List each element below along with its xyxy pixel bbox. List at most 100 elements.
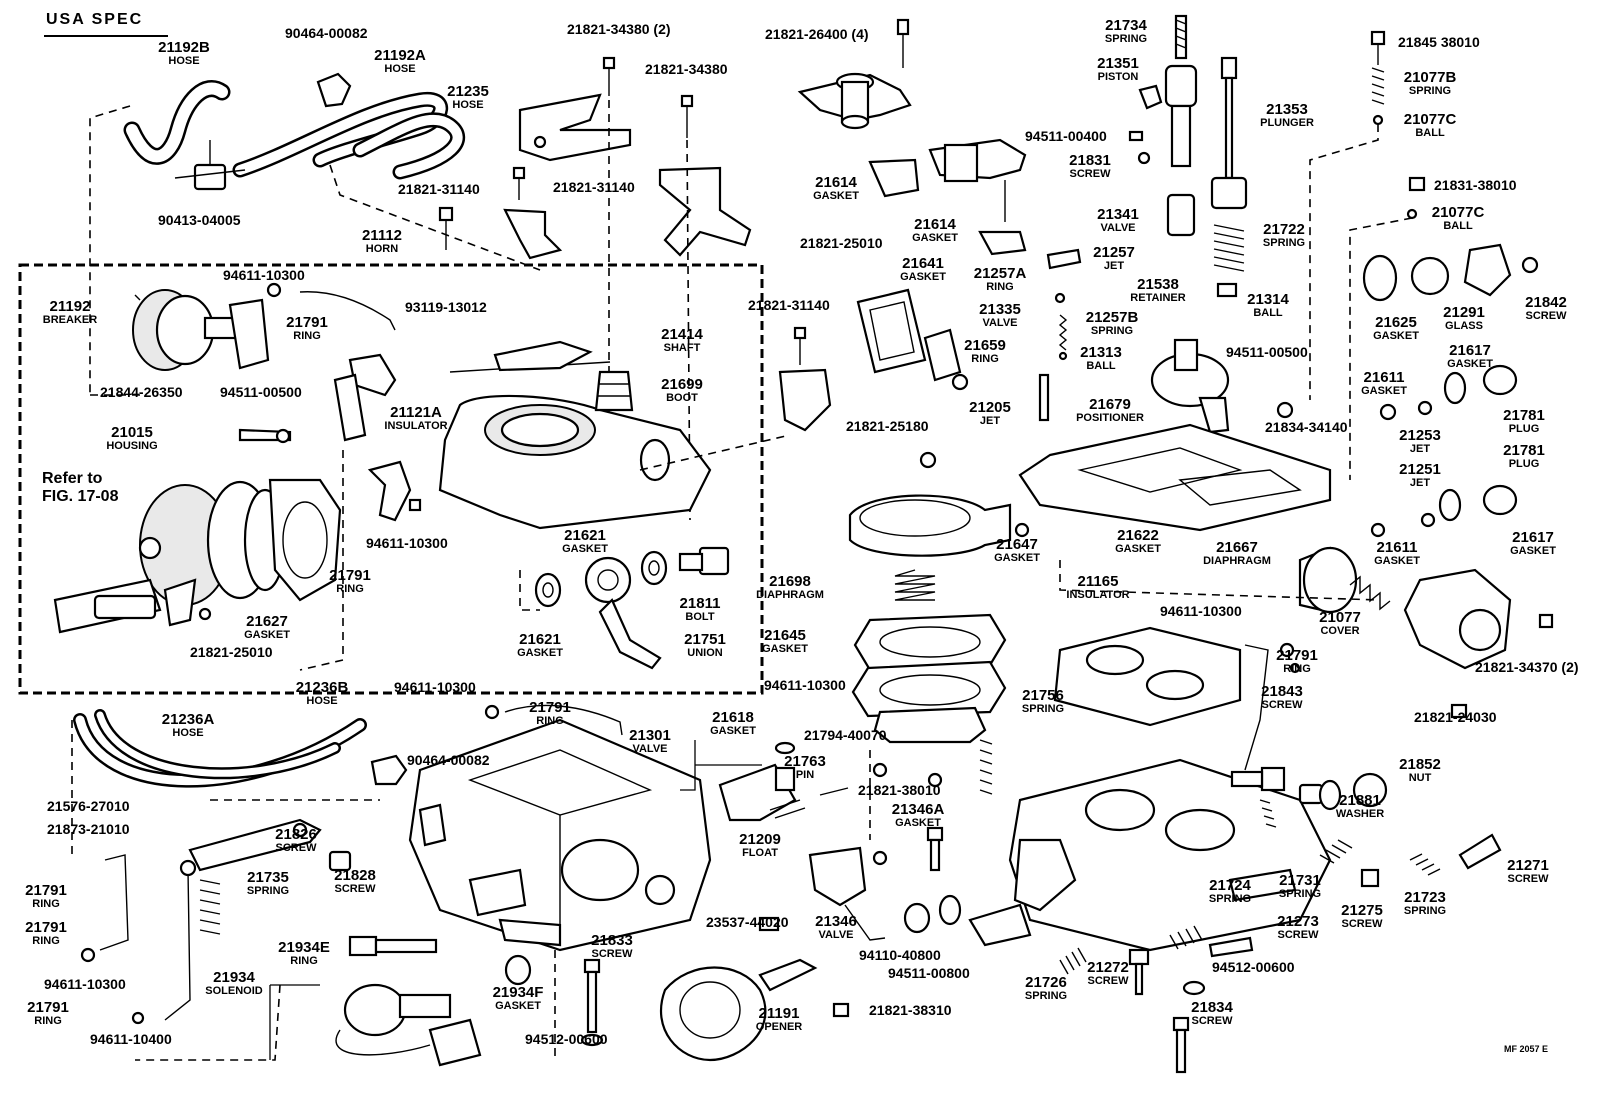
solenoid-bracket-lines [269, 984, 320, 1060]
insulator-21165-drawing [1053, 626, 1242, 727]
valve-21301-drawing [774, 741, 796, 792]
nut-21852-drawing [1318, 772, 1388, 811]
clip-90464-b-drawing [370, 754, 408, 786]
label-code-21821-31140-b: 21821-31140 [553, 179, 635, 195]
rod-link-right-drawing [1244, 642, 1301, 771]
housing-21015-drawing [53, 480, 287, 634]
choke-upper-drawing [797, 18, 912, 130]
label-code-23537: 23537-44020 [706, 914, 789, 930]
label-code-21576: 21576-27010 [47, 798, 130, 814]
reference-note-line-2: FIG. 17-08 [42, 488, 119, 506]
label-code-21821-34380-2: 21821-34380 (2) [567, 21, 671, 37]
plunger-21353-drawing [1210, 56, 1248, 298]
rod-link-upper-drawing [299, 291, 396, 331]
link-rod-lower-left-drawing [80, 854, 197, 1025]
label-code-21821-24030: 21821-24030 [1414, 709, 1497, 725]
positioner-21679-drawing [1150, 338, 1230, 434]
label-code-21821-25180: 21821-25180 [846, 418, 929, 434]
screw-21843-drawing [1230, 766, 1286, 792]
springs-screws-right-drawing [926, 826, 1502, 1074]
assembly-lead-solenoid [135, 984, 281, 1061]
label-code-94611-10300-c: 94611-10300 [1160, 603, 1242, 619]
label-code-94611-10300-e: 94611-10300 [394, 679, 476, 695]
label-code-21821-38310: 21821-38310 [869, 1002, 952, 1018]
label-code-21821-31140-c: 21821-31140 [748, 297, 830, 313]
label-code-94611-10400: 94611-10400 [90, 1031, 172, 1047]
bracket-upper-drawing [518, 93, 632, 162]
gasket-21934f-drawing [504, 954, 532, 986]
assembly-lead-left [89, 105, 131, 395]
label-code-21834-34140: 21834-34140 [1265, 419, 1348, 435]
choke-lower-drawing [928, 138, 1027, 222]
breaker-21192-drawing [132, 289, 270, 371]
label-code-90464-b: 90464-00082 [407, 752, 490, 768]
label-code-94611-10300-d: 94611-10300 [764, 677, 846, 693]
nuts-bottom-center-drawing [903, 894, 962, 934]
label-code-94611-10300-a: 94611-10300 [223, 267, 305, 283]
label-code-21821-25010-b: 21821-25010 [800, 235, 883, 251]
gasket-21614-b-drawing [978, 230, 1027, 256]
assembly-lead-right-2 [1349, 217, 1413, 480]
horn-bracket-right-drawing [778, 326, 832, 432]
air-horn-gasket-21622-drawing [1018, 423, 1332, 532]
bolt-21811-drawing [678, 546, 730, 576]
label-code-21821-34370: 21821-34370 (2) [1475, 659, 1579, 675]
rod-link-lower-drawing [484, 704, 623, 736]
opener-21191-drawing [659, 958, 850, 1062]
label-code-21821-26400: 21821-26400 (4) [765, 26, 869, 42]
hose-21235-drawing [352, 112, 466, 180]
label-code-21873: 21873-21010 [47, 821, 130, 837]
hose-21192a-drawing [232, 91, 449, 178]
jet-21205-drawing [1038, 373, 1050, 422]
label-code-21821-25010-a: 21821-25010 [190, 644, 273, 660]
spring-21735-drawing [199, 879, 221, 935]
valve-bracket-lines [680, 740, 762, 791]
page-title: USA SPEC [46, 11, 144, 28]
